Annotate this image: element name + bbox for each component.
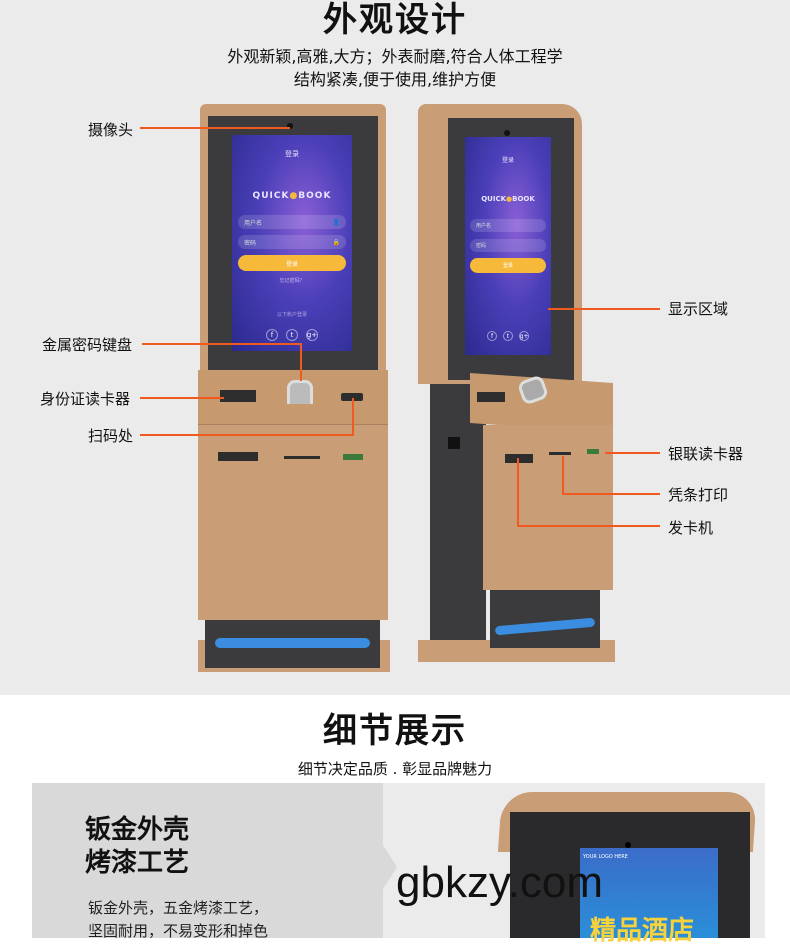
callout-camera: 摄像头 <box>88 121 134 139</box>
details-title: 细节展示 <box>323 711 467 751</box>
twitter-icon[interactable]: t <box>286 329 298 341</box>
password-input[interactable]: 密码🔒 <box>238 235 346 249</box>
callout-scanner: 扫码处 <box>88 427 134 445</box>
callout-display: 显示区域 <box>668 300 729 318</box>
appearance-section <box>0 0 790 695</box>
google-plus-icon[interactable]: g+ <box>306 329 318 341</box>
watermark: gbkzy.com <box>396 858 604 907</box>
section-title: 外观设计 <box>323 0 467 40</box>
subtitle-line-1: 外观新颖,高雅,大方；外表耐磨,符合人体工程学 <box>227 47 563 66</box>
logo-right: BOOK <box>298 191 332 201</box>
feature-desc-line-1: 钣金外壳，五金烤漆工艺， <box>88 899 269 917</box>
camera-icon <box>287 123 293 129</box>
username-input[interactable]: 用户名👤 <box>238 215 346 229</box>
feature-title-line-1: 钣金外壳 <box>85 815 190 845</box>
kiosk-screen: 登录 QUICK●BOOK 用户名👤 密码🔒 登录 忘记密码？ 以下账户登录 f… <box>232 135 352 351</box>
detail-text-panel <box>32 783 383 938</box>
kiosk-screen-side: 登录 QUICK●BOOK 用户名 密码 登录 f t g+ <box>465 137 551 355</box>
callout-keypad: 金属密码键盘 <box>42 336 133 354</box>
callout-id-reader: 身份证读卡器 <box>40 390 131 408</box>
logo-left: QUICK <box>252 191 290 201</box>
feature-desc-line-2: 坚固耐用，不易变形和掉色 <box>88 922 269 940</box>
callout-receipt: 凭条打印 <box>668 486 729 504</box>
screen-heading: 登录 <box>285 150 299 158</box>
callout-card-dispenser: 发卡机 <box>668 519 714 537</box>
forgot-link[interactable]: 忘记密码？ <box>279 278 305 284</box>
other-login-label: 以下账户登录 <box>276 312 307 318</box>
camera-icon <box>504 130 510 136</box>
feature-title-line-2: 烤漆工艺 <box>85 848 190 878</box>
details-subtitle: 细节决定品质 . 彰显品牌魅力 <box>297 760 493 778</box>
subtitle-line-2: 结构紧凑,便于使用,维护方便 <box>293 70 497 89</box>
facebook-icon[interactable]: f <box>266 329 278 341</box>
screen-banner: 精品酒店 <box>590 916 695 946</box>
login-button[interactable]: 登录 <box>238 255 346 271</box>
callout-unionpay-reader: 银联读卡器 <box>668 445 744 463</box>
screen-logo: YOUR LOGO HERE <box>583 854 628 860</box>
